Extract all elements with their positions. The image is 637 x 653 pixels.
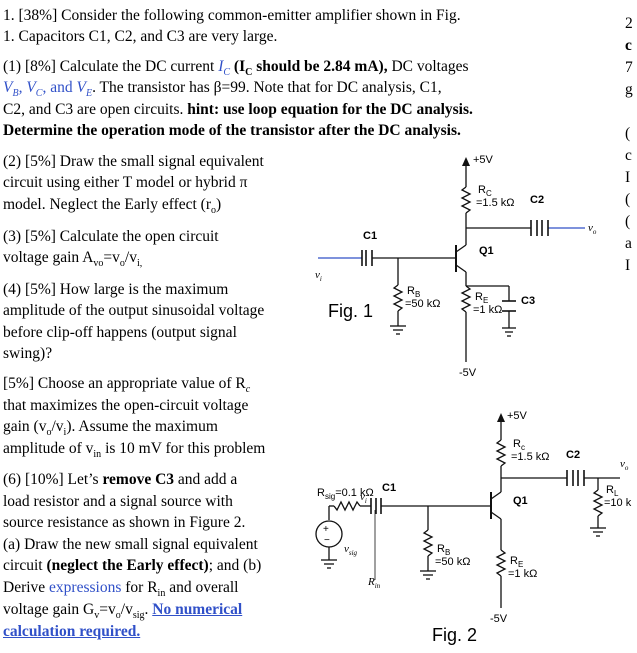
margin-char: 2 <box>625 15 633 32</box>
margin-char: c <box>625 147 632 164</box>
part6-line1: (6) [10%] Let’s remove C3 and add a <box>3 471 238 488</box>
question-title-line2: 1. Capacitors C1, C2, and C3 are very la… <box>3 28 278 45</box>
part1-line3: C2, and C3 are open circuits. hint: use … <box>3 101 473 118</box>
part6-line2: load resistor and a signal source with <box>3 493 233 510</box>
fig2-vsig-label: vsig <box>344 543 358 558</box>
margin-char: g <box>625 81 633 98</box>
fig2-c1-label: C1 <box>382 482 397 494</box>
fig1-re-label: RE <box>475 291 489 306</box>
part4-line1: (4) [5%] How large is the maximum <box>3 281 229 298</box>
part4-line2: amplitude of the output sinusoidal volta… <box>3 302 265 319</box>
part4-line4: swing)? <box>3 345 53 362</box>
part2-line1: (2) [5%] Draw the small signal equivalen… <box>3 153 264 170</box>
fig2-rb-value: =50 kΩ <box>435 556 471 568</box>
fig2-caption: Fig. 2 <box>432 625 478 645</box>
fig2-rl-label: RL <box>606 484 619 499</box>
fig1-rc-label: RC <box>478 184 492 199</box>
part4-line3: before clip-off happens (output signal <box>3 324 237 341</box>
part6-line3: source resistance as shown in Figure 2. <box>3 514 246 531</box>
fig2-rb-label: RB <box>437 543 451 558</box>
part2-line2: circuit using either T model or hybrid π <box>3 174 248 191</box>
part5-line2: that maximizes the open-circuit voltage <box>3 397 249 414</box>
part1-line2: VB, VC, and VE. The transistor has β=99.… <box>3 79 442 100</box>
margin-char: ( <box>625 213 631 230</box>
fig1-rc-value: =1.5 kΩ <box>476 197 515 209</box>
part1-line1: (1) [8%] Calculate the DC current IC (IC… <box>3 58 469 79</box>
fig2-rl-value: =10 k <box>604 497 632 509</box>
question-title-line1: 1. [38%] Consider the following common-e… <box>3 7 461 24</box>
margin-char: ( <box>625 125 631 142</box>
margin-char: 7 <box>625 59 633 76</box>
fig2-vee-label: -5V <box>490 613 508 625</box>
fig1-vcc-label: +5V <box>473 154 493 166</box>
part6-line4: (a) Draw the new small signal equivalent <box>3 536 258 553</box>
margin-char: c <box>625 37 632 54</box>
fig2-vi-label: vi <box>360 491 367 506</box>
fig2-rc-value: =1.5 kΩ <box>511 451 550 463</box>
part5-line3: gain (vo/vi). Assume the maximum <box>3 418 218 439</box>
part3-line2: voltage gain Avo=vo/vi, <box>3 249 143 270</box>
fig2-rsig-label: Rsig=0.1 kΩ <box>317 487 374 502</box>
fig1-caption: Fig. 1 <box>328 301 374 321</box>
fig1-q1-label: Q1 <box>479 245 494 257</box>
part5-line1: [5%] Choose an appropriate value of Rc <box>3 375 251 396</box>
fig1-vo-label: vo <box>588 222 597 237</box>
part1-line4: Determine the operation mode of the tran… <box>3 122 461 139</box>
margin-char: I <box>625 169 631 186</box>
fig1-rb-label: RB <box>407 285 421 300</box>
fig2-vcc-label: +5V <box>507 410 527 422</box>
fig1-c2-label: C2 <box>530 194 545 206</box>
svg-text:+: + <box>323 524 329 535</box>
fig2-rin-label: Rin <box>368 576 381 591</box>
part2-line3: model. Neglect the Early effect (ro) <box>3 196 222 217</box>
margin-char: a <box>625 235 632 252</box>
fig2-re-value: =1 kΩ <box>508 568 538 580</box>
part6-line5: circuit (neglect the Early effect); and … <box>3 557 262 574</box>
fig1-re-value: =1 kΩ <box>473 304 503 316</box>
fig1-c3-label: C3 <box>521 295 536 307</box>
part6-line6: Derive expressions for Rin and overall <box>3 579 239 600</box>
fig1-vi-label: vi <box>315 269 322 284</box>
fig2-vo-label: vo <box>620 458 629 473</box>
margin-char: I <box>625 257 631 274</box>
fig1-vee-label: -5V <box>459 367 477 379</box>
fig2-c2-label: C2 <box>566 449 581 461</box>
fig1-rb-value: =50 kΩ <box>405 298 441 310</box>
fig2-q1-label: Q1 <box>513 495 528 507</box>
part6-line7: voltage gain Gv=vo/vsig. No numerical <box>3 601 243 622</box>
fig2-re-label: RE <box>510 555 524 570</box>
part6-line8: calculation required. <box>3 623 141 640</box>
svg-text:−: − <box>324 535 330 546</box>
fig1-c1-label: C1 <box>363 230 378 242</box>
margin-char: ( <box>625 191 631 208</box>
fig2-rc-label: Rc <box>513 438 525 453</box>
part5-line4: amplitude of vin is 10 mV for this probl… <box>3 440 266 461</box>
part3-line1: (3) [5%] Calculate the open circuit <box>3 228 219 245</box>
